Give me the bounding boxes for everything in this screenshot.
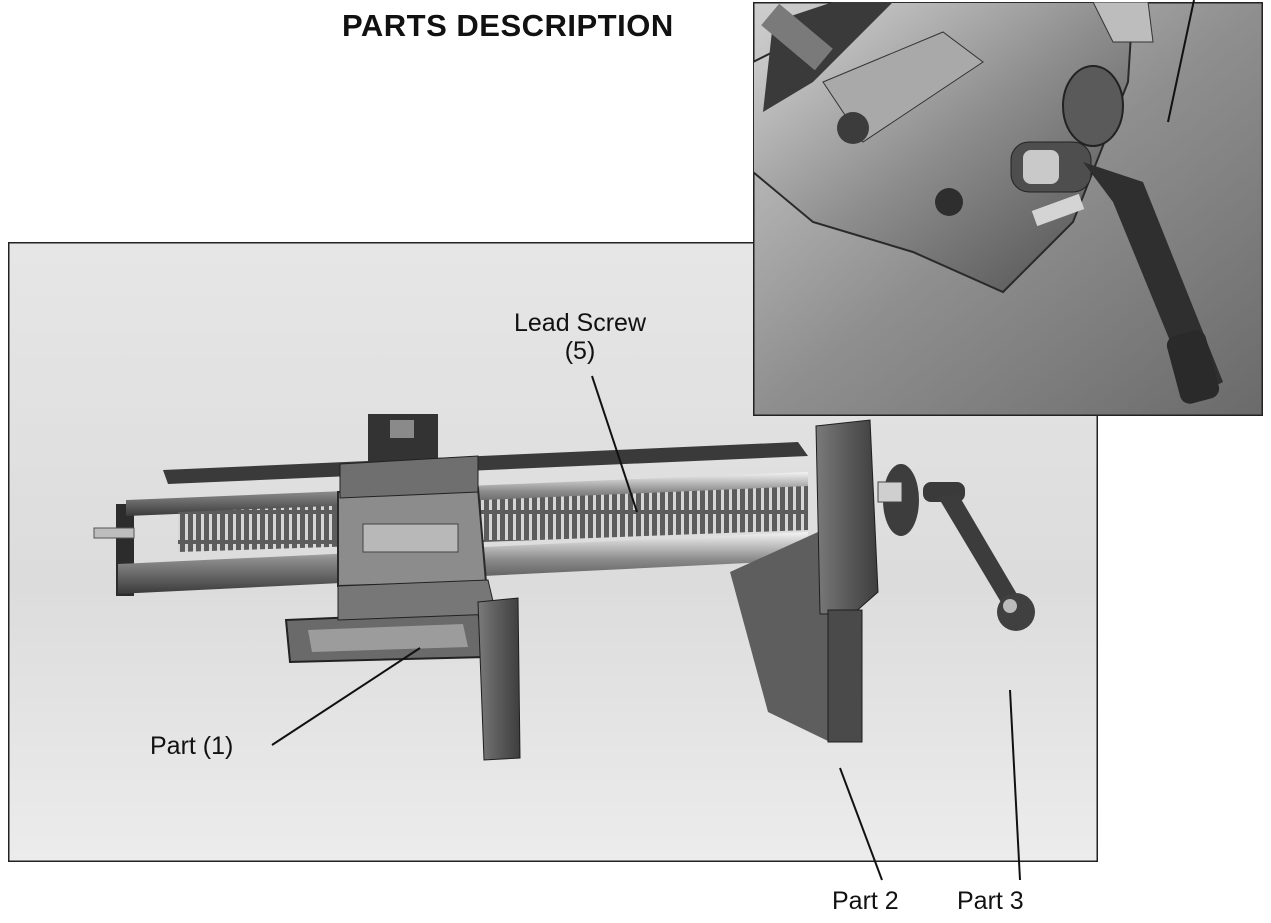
lead-screw-assembly [93, 414, 1035, 761]
callout-part-1: Part (1) [150, 732, 234, 760]
lead-screw-number: (5) [564, 336, 596, 365]
callout-part-3: Part 3 [957, 887, 1024, 915]
callout-part-2: Part 2 [832, 887, 899, 915]
mechanism-closeup [753, 2, 1223, 404]
inset-photo [753, 2, 1263, 416]
lead-screw-label: Lead Screw [513, 309, 647, 337]
page-title: PARTS DESCRIPTION [342, 8, 674, 43]
callout-lead-screw: Lead Screw (5) [500, 309, 660, 365]
